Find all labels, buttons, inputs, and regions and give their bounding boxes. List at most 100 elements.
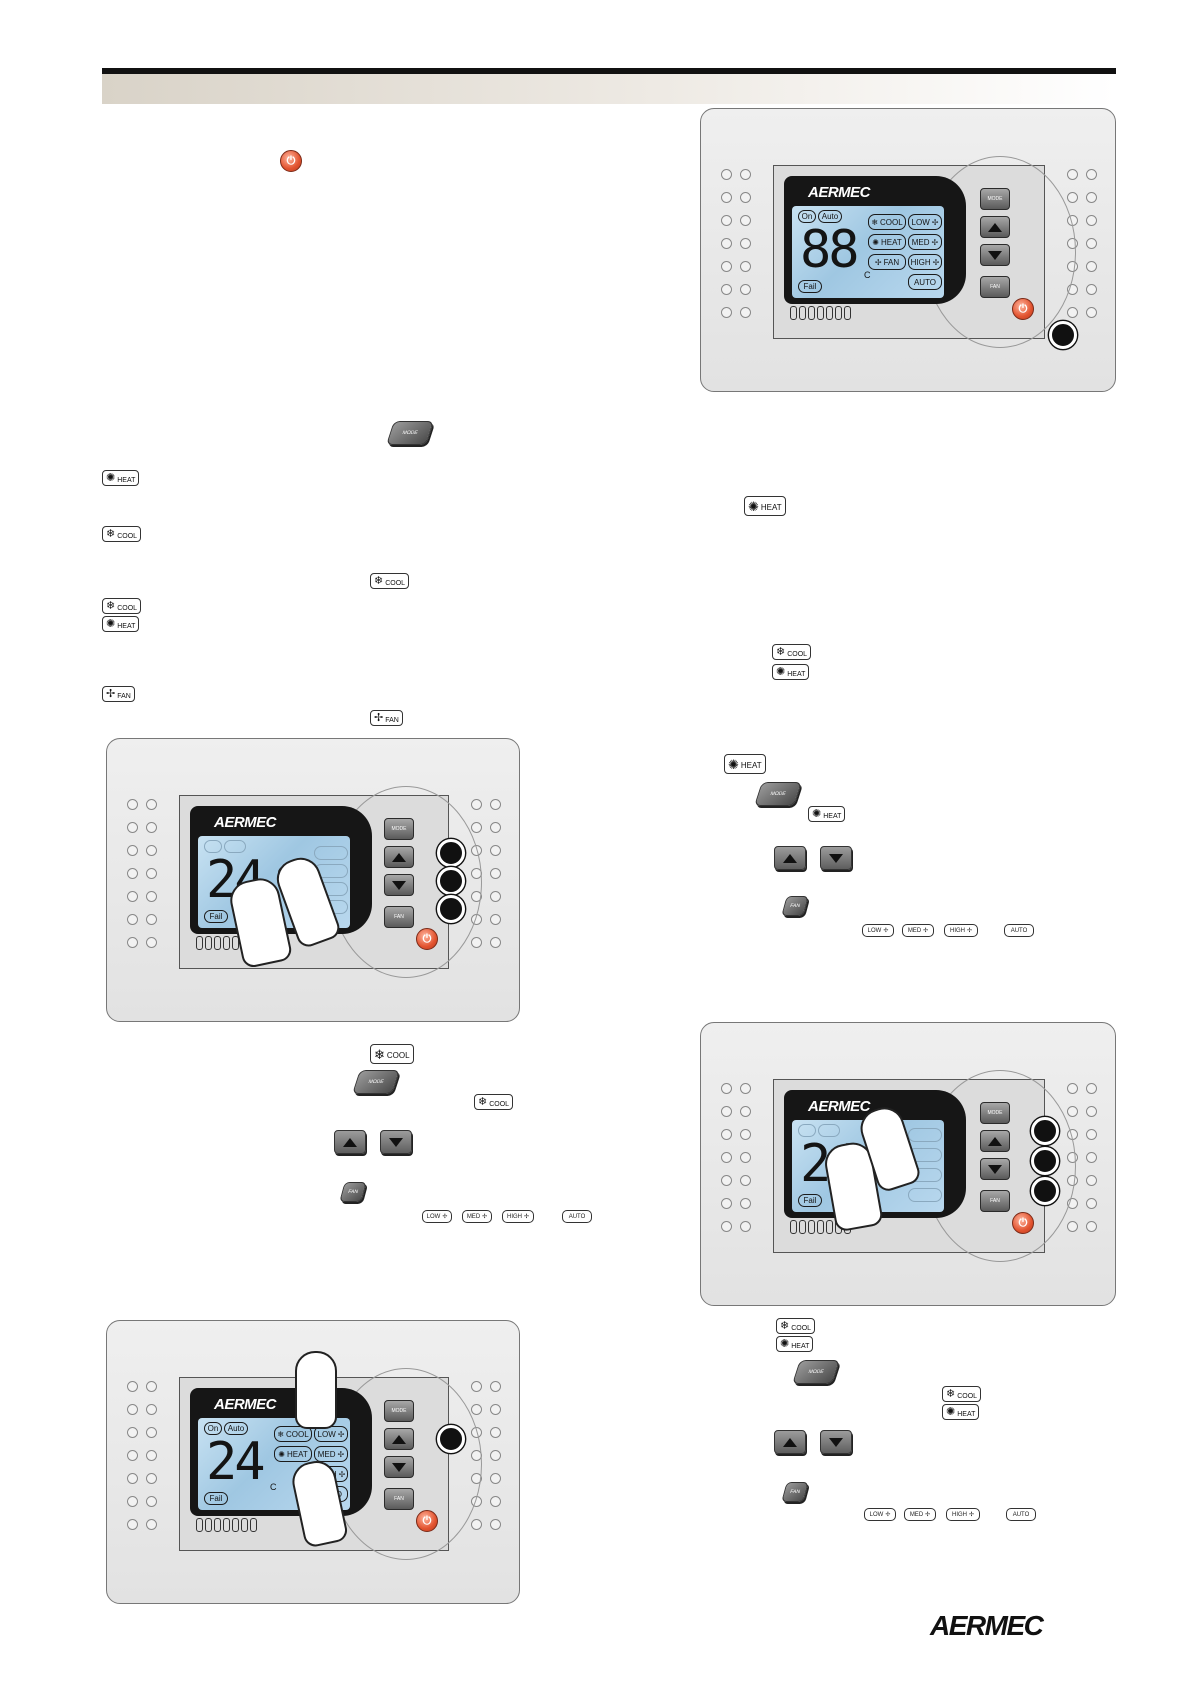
- up-button[interactable]: [384, 1428, 414, 1450]
- low-speed-icon: LOW✢: [422, 1210, 452, 1223]
- fan-key-icon: FAN: [781, 896, 809, 916]
- controller-panel-startup: AERMEC On Auto 88 C Fail ❄COOL ✺HEAT ✢FA…: [700, 108, 1116, 392]
- heat-icon: ✺HEAT: [772, 664, 810, 680]
- vent-slots: [790, 306, 851, 320]
- auto-speed-indicator: AUTO: [908, 274, 942, 290]
- fail-indicator: Fail: [204, 910, 228, 923]
- brand-logo: AERMEC: [808, 184, 871, 201]
- power-button[interactable]: ⏻: [416, 928, 438, 950]
- med-indicator: MED✢: [908, 234, 942, 250]
- callout-marker: [1031, 1147, 1059, 1175]
- up-key-icon: [334, 1130, 366, 1154]
- up-button[interactable]: [384, 846, 414, 868]
- fan-icon: ✢FAN: [102, 686, 135, 702]
- vent-slots: [196, 1518, 257, 1532]
- cool-icon: ❄COOL: [102, 598, 142, 614]
- up-button[interactable]: [980, 1130, 1010, 1152]
- high-speed-icon: HIGH✢: [944, 924, 978, 937]
- footer-brand-logo: AERMEC: [930, 1610, 1044, 1641]
- cool-icon: ❄COOL: [772, 644, 812, 660]
- heat-icon: ✺HEAT: [102, 470, 140, 486]
- heat-icon: ✺HEAT: [744, 496, 786, 516]
- callout-marker: [437, 1425, 465, 1453]
- down-button[interactable]: [384, 874, 414, 896]
- up-key-icon: [774, 846, 806, 870]
- fan-key-icon: FAN: [339, 1182, 367, 1202]
- cool-icon: ❄COOL: [370, 1044, 414, 1064]
- high-indicator: HIGH✢: [908, 254, 942, 270]
- down-key-icon: [820, 846, 852, 870]
- fan-icon: ✢FAN: [370, 710, 403, 726]
- lcd-bezel: AERMEC On Auto 24 C Fail ❄COOL ✺HEAT LOW…: [190, 1388, 372, 1516]
- header-rule: [102, 68, 1116, 74]
- mode-key-icon: MODE: [352, 1070, 400, 1094]
- brand-logo: AERMEC: [808, 1098, 871, 1115]
- temperature-unit: C: [270, 1482, 277, 1492]
- power-button[interactable]: ⏻: [416, 1510, 438, 1532]
- med-speed-icon: MED✢: [462, 1210, 492, 1223]
- on-indicator: On: [798, 210, 816, 223]
- on-indicator: On: [204, 1422, 222, 1435]
- temperature-readout: 24: [206, 1432, 266, 1492]
- down-button[interactable]: [980, 1158, 1010, 1180]
- low-speed-icon: LOW✢: [862, 924, 894, 937]
- on-indicator: [204, 840, 222, 853]
- heat-icon: ✺HEAT: [724, 754, 766, 774]
- fan-button[interactable]: FAN: [384, 1488, 414, 1510]
- controller-panel-auto: AERMEC On Auto 24 C Fail ❄COOL ✺HEAT LOW…: [106, 1320, 520, 1604]
- auto-speed-icon: AUTO: [1006, 1508, 1036, 1521]
- power-icon: ⏻: [280, 150, 302, 172]
- on-indicator: [798, 1124, 816, 1137]
- temperature-readout: 88: [800, 220, 860, 280]
- fail-indicator: Fail: [798, 1194, 822, 1207]
- lcd-bezel: AERMEC On Auto 88 C Fail ❄COOL ✺HEAT ✢FA…: [784, 176, 966, 304]
- low-indicator: [314, 846, 348, 860]
- power-button[interactable]: ⏻: [1012, 298, 1034, 320]
- high-speed-icon: HIGH✢: [946, 1508, 980, 1521]
- auto-speed-indicator: [908, 1188, 942, 1202]
- screw-column-left: [721, 1083, 751, 1232]
- heat-icon: ✺HEAT: [942, 1404, 980, 1420]
- cool-icon: ❄COOL: [942, 1386, 982, 1402]
- screw-column-left: [721, 169, 751, 318]
- brand-logo: AERMEC: [214, 1396, 277, 1413]
- mode-button[interactable]: MODE: [980, 1102, 1010, 1124]
- low-indicator: [908, 1128, 942, 1142]
- auto-speed-icon: AUTO: [1004, 924, 1034, 937]
- screw-column-left: [127, 799, 157, 948]
- cool-mode-indicator: ❄COOL: [868, 214, 906, 230]
- up-key-icon: [774, 1430, 806, 1454]
- mode-button[interactable]: MODE: [384, 818, 414, 840]
- up-button[interactable]: [980, 216, 1010, 238]
- auto-indicator: [818, 1124, 840, 1137]
- down-button[interactable]: [980, 244, 1010, 266]
- fan-button[interactable]: FAN: [384, 906, 414, 928]
- high-speed-icon: HIGH✢: [502, 1210, 534, 1223]
- cool-icon: ❄COOL: [370, 573, 410, 589]
- callout-marker: [437, 839, 465, 867]
- fan-mode-indicator: ✢FAN: [868, 254, 906, 270]
- cool-icon: ❄COOL: [474, 1094, 514, 1110]
- mode-button[interactable]: MODE: [384, 1400, 414, 1422]
- power-button[interactable]: ⏻: [1012, 1212, 1034, 1234]
- brand-logo: AERMEC: [214, 814, 277, 831]
- heat-mode-indicator: ✺HEAT: [868, 234, 906, 250]
- down-key-icon: [380, 1130, 412, 1154]
- fan-button[interactable]: FAN: [980, 1190, 1010, 1212]
- down-button[interactable]: [384, 1456, 414, 1478]
- heat-icon: ✺HEAT: [102, 616, 140, 632]
- auto-indicator: Auto: [224, 1422, 248, 1435]
- low-speed-icon: LOW✢: [864, 1508, 896, 1521]
- auto-indicator: Auto: [818, 210, 842, 223]
- controller-panel-heat: AERMEC 24 C Fail ✺HEAT MODE FAN ⏻: [106, 738, 520, 1022]
- mode-key-icon: MODE: [386, 421, 434, 445]
- cool-mode-indicator: ❄COOL: [274, 1426, 312, 1442]
- mode-button[interactable]: MODE: [980, 188, 1010, 210]
- mode-key-icon: MODE: [754, 782, 802, 806]
- callout-marker: [1031, 1117, 1059, 1145]
- heat-icon: ✺HEAT: [776, 1336, 814, 1352]
- heat-mode-indicator: ✺HEAT: [274, 1446, 312, 1462]
- fail-indicator: Fail: [798, 280, 822, 293]
- fan-button[interactable]: FAN: [980, 276, 1010, 298]
- controller-panel-cool: AERMEC 24 C Fail ❄COOL MODE FAN ⏻: [700, 1022, 1116, 1306]
